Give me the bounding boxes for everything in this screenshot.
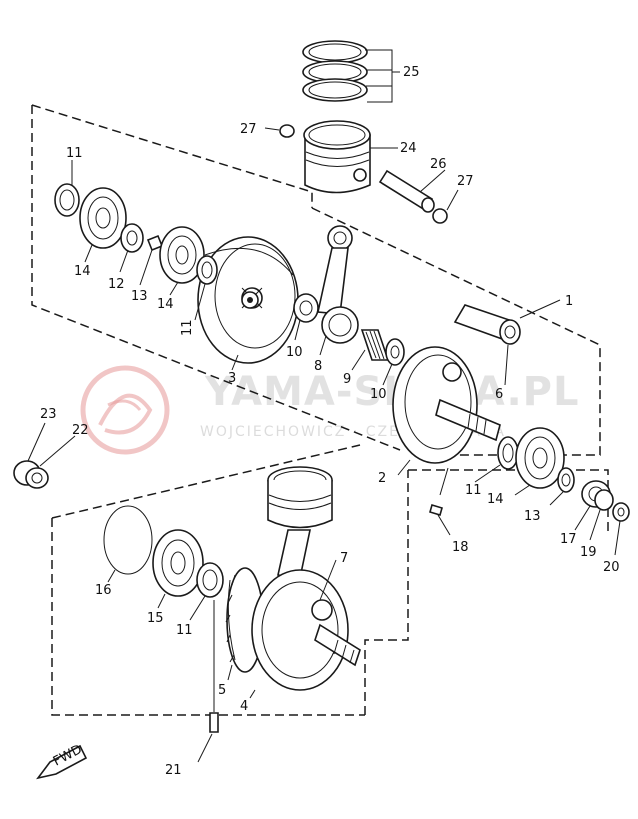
callout-4: 4 bbox=[240, 699, 248, 714]
callout-5: 5 bbox=[218, 683, 226, 698]
leader-4 bbox=[249, 689, 256, 699]
piston-pin bbox=[378, 169, 446, 213]
needle-bearing bbox=[351, 329, 390, 371]
callout-25: 25 bbox=[403, 65, 420, 80]
callout-9: 9 bbox=[343, 372, 351, 387]
watermark-logo bbox=[80, 365, 170, 455]
watermark-brand: YAMA-SIGMA.PL bbox=[204, 369, 579, 415]
bearing-14-left bbox=[79, 187, 127, 263]
plug-22-23 bbox=[13, 422, 76, 489]
oil-seal-11-right bbox=[474, 436, 519, 483]
callout-6: 6 bbox=[495, 387, 503, 402]
callout-11b: 11 bbox=[180, 319, 195, 336]
piston-rings bbox=[302, 40, 400, 103]
crank-pin-gear bbox=[241, 291, 259, 309]
nut-20 bbox=[612, 502, 630, 556]
callout-13a: 13 bbox=[131, 289, 148, 304]
callout-19: 19 bbox=[580, 545, 597, 560]
key-18 bbox=[429, 467, 451, 536]
thrust-washer-left bbox=[293, 293, 319, 341]
dowel-pin-21 bbox=[197, 600, 219, 763]
group-outline-lower bbox=[51, 444, 609, 716]
callout-26: 26 bbox=[430, 157, 447, 172]
callout-20: 20 bbox=[603, 560, 620, 575]
callout-27b: 27 bbox=[457, 174, 474, 189]
callout-15: 15 bbox=[147, 611, 164, 626]
connecting-rod bbox=[317, 225, 359, 356]
callout-2: 2 bbox=[378, 471, 386, 486]
leader-7 bbox=[319, 559, 337, 601]
callout-11d: 11 bbox=[176, 623, 193, 638]
thrust-washer-right bbox=[382, 338, 405, 386]
assembled-crankshaft bbox=[225, 466, 361, 691]
oil-seal-11-lower bbox=[189, 562, 224, 621]
callout-22: 22 bbox=[72, 423, 89, 438]
callout-1: 1 bbox=[565, 294, 573, 309]
oil-seal-11-left-mid bbox=[194, 255, 218, 321]
callout-labels: 1 2 3 4 5 6 7 8 9 10 10 11 11 11 11 12 1… bbox=[40, 65, 620, 778]
callout-13b: 13 bbox=[524, 509, 541, 524]
crank-pin bbox=[453, 304, 521, 386]
callout-17: 17 bbox=[560, 532, 577, 547]
callout-14c: 14 bbox=[487, 492, 504, 507]
callout-11c: 11 bbox=[465, 483, 482, 498]
callout-11a: 11 bbox=[66, 146, 83, 161]
collar-12 bbox=[119, 223, 144, 273]
bearing-14-left-inner bbox=[159, 226, 205, 296]
callout-10b: 10 bbox=[370, 387, 387, 402]
callout-8: 8 bbox=[314, 359, 322, 374]
leader-5 bbox=[227, 664, 233, 681]
callout-23: 23 bbox=[40, 407, 57, 422]
callout-24: 24 bbox=[400, 141, 417, 156]
key-13-left bbox=[139, 234, 164, 286]
callout-27a: 27 bbox=[240, 122, 257, 137]
fwd-arrow-icon: FWD bbox=[36, 742, 88, 780]
callout-7: 7 bbox=[340, 551, 348, 566]
oil-seal-11-left-top bbox=[54, 160, 80, 217]
group-outline-upper-left bbox=[31, 104, 601, 456]
bearing-15 bbox=[152, 529, 204, 609]
callout-16: 16 bbox=[95, 583, 112, 598]
washer-19 bbox=[589, 489, 614, 541]
leader-1 bbox=[519, 299, 561, 319]
callout-18: 18 bbox=[452, 540, 469, 555]
circlip-right bbox=[432, 189, 459, 224]
circlip-16 bbox=[103, 505, 153, 583]
bearing-14-right bbox=[514, 427, 565, 496]
crank-wheel-right bbox=[392, 346, 501, 476]
callout-10a: 10 bbox=[286, 345, 303, 360]
callout-3: 3 bbox=[228, 371, 236, 386]
callout-21: 21 bbox=[165, 763, 182, 778]
callout-14a: 14 bbox=[74, 264, 91, 279]
circlip-left bbox=[264, 124, 295, 138]
callout-12: 12 bbox=[108, 277, 125, 292]
piston bbox=[303, 120, 398, 194]
callout-14b: 14 bbox=[157, 297, 174, 312]
seal-13-right bbox=[549, 467, 575, 506]
